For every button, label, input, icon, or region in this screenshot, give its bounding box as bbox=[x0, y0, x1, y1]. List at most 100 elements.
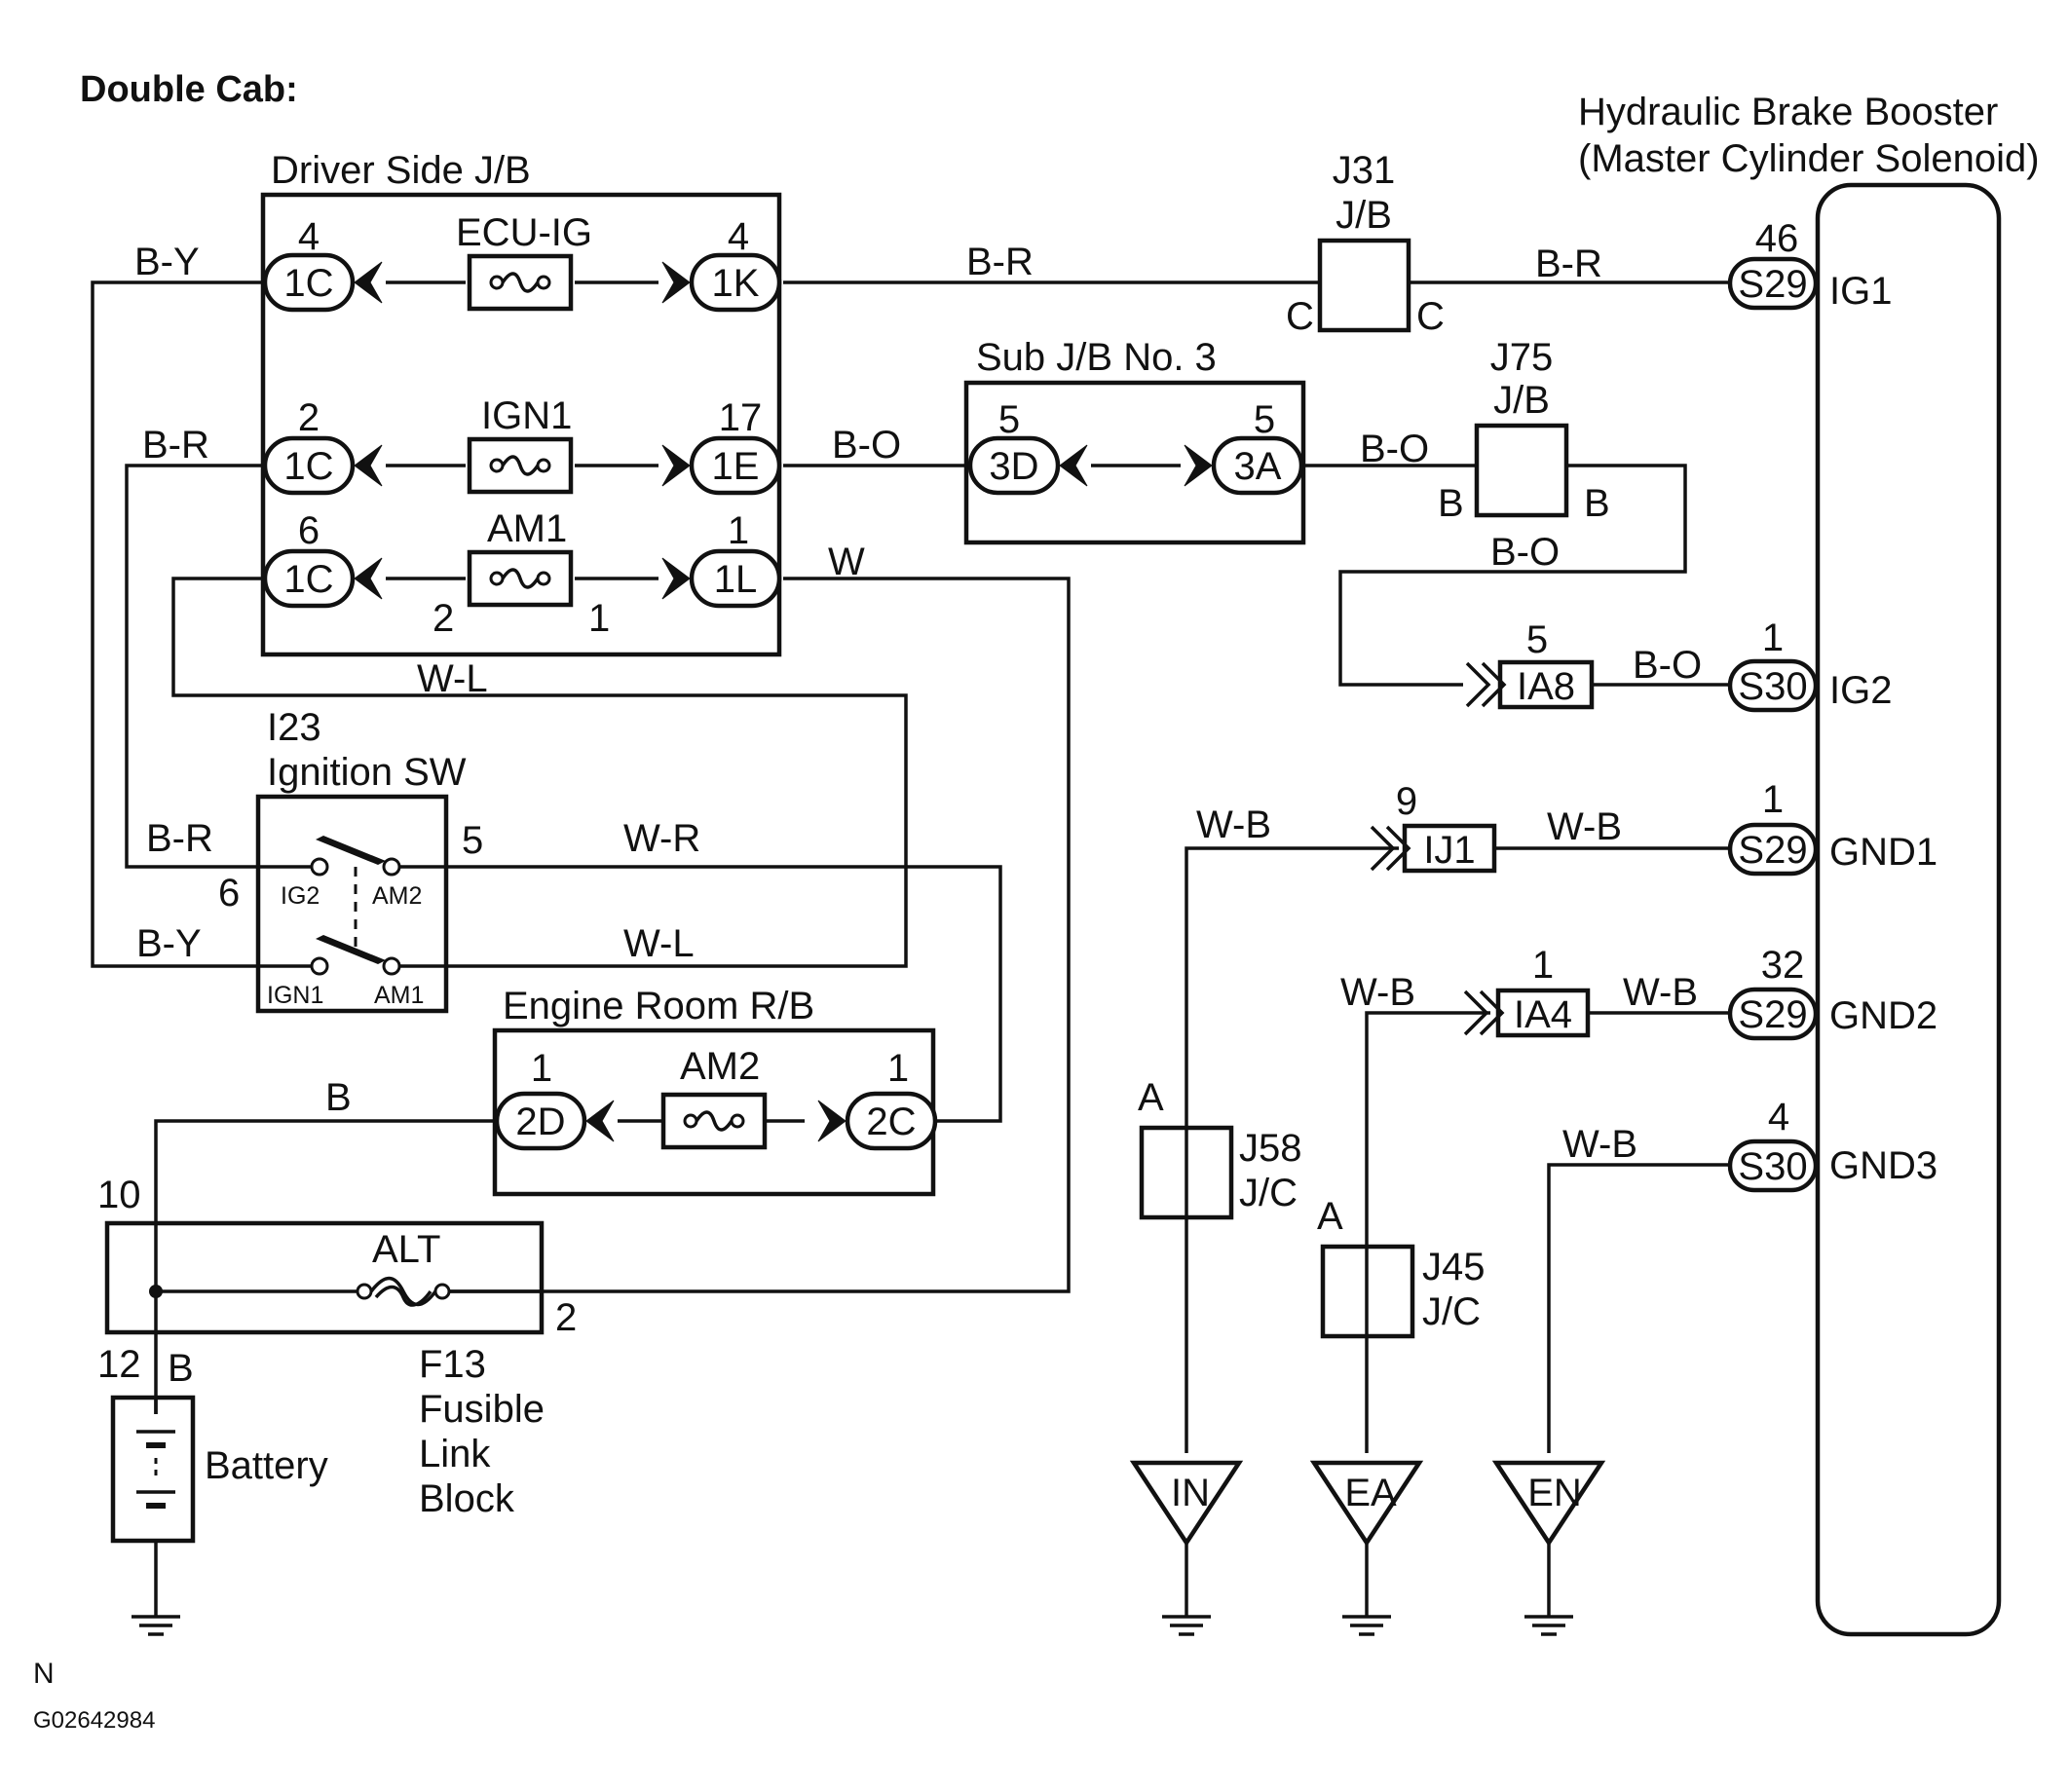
contact-label: IG2 bbox=[281, 882, 320, 910]
wire-label: B bbox=[168, 1347, 194, 1390]
wire-label: B-R bbox=[1535, 243, 1602, 285]
wire-label: B-O bbox=[832, 424, 901, 467]
j31-jb: J31 J/B C C bbox=[1286, 149, 1445, 338]
wire-label: B-R bbox=[142, 424, 209, 467]
am2-contact-icon bbox=[382, 857, 401, 877]
pin-number: 1 bbox=[531, 1047, 552, 1090]
ignition-sw-id: I23 bbox=[267, 706, 321, 749]
ground-points: IN EA EN bbox=[1129, 1460, 1606, 1636]
pin-number: 6 bbox=[218, 872, 240, 915]
fuse-label-ecu-ig: ECU-IG bbox=[456, 211, 592, 254]
fusible-link-label: Link bbox=[419, 1433, 491, 1475]
ignition-sw-label: Ignition SW bbox=[267, 751, 467, 794]
connector-arrow-icon bbox=[1184, 444, 1213, 487]
switch-blade-icon bbox=[316, 836, 386, 865]
junction-j45 bbox=[1320, 1244, 1415, 1339]
ign1-contact-icon bbox=[310, 956, 329, 976]
pin-number: 5 bbox=[1526, 618, 1548, 661]
connector-code: 1C bbox=[283, 445, 333, 488]
pin-number: 12 bbox=[97, 1343, 141, 1386]
booster-sub-label: (Master Cylinder Solenoid) bbox=[1578, 137, 2040, 180]
j75-label: J75 bbox=[1490, 336, 1554, 379]
wire-label: W-L bbox=[623, 922, 695, 965]
wires bbox=[91, 280, 1730, 1591]
battery-label: Battery bbox=[205, 1444, 328, 1487]
fusible-link-id: F13 bbox=[419, 1343, 486, 1386]
connector-3d bbox=[967, 435, 1061, 496]
wire-label: B-R bbox=[146, 817, 213, 860]
wire-label: W-B bbox=[1196, 803, 1271, 846]
wire-label: W-B bbox=[1340, 971, 1415, 1014]
am1-contact-icon bbox=[382, 956, 401, 976]
ground-label: EN bbox=[1527, 1472, 1582, 1514]
connector-ij1 bbox=[1402, 823, 1497, 874]
contact-label: AM1 bbox=[374, 982, 424, 1009]
am2-fuse-icon bbox=[663, 1095, 765, 1147]
connector-code: S29 bbox=[1738, 263, 1807, 306]
pin-number: 5 bbox=[998, 398, 1020, 441]
wire-label: W-B bbox=[1623, 971, 1698, 1014]
sub-jb-no3: Sub J/B No. 3 3D 5 3A 5 bbox=[963, 336, 1306, 545]
connector-code: S30 bbox=[1738, 665, 1807, 708]
j75-jb: J75 J/B B B bbox=[1438, 336, 1610, 525]
connector-code: 1C bbox=[283, 262, 333, 305]
pin-letter: B bbox=[1584, 482, 1610, 525]
pin-number: 2 bbox=[298, 396, 320, 439]
wire-label: B-O bbox=[1633, 644, 1702, 687]
ground-icon bbox=[1523, 1589, 1575, 1636]
pin-number: 1 bbox=[887, 1047, 909, 1090]
connector-2c bbox=[845, 1091, 938, 1151]
driver-jb-label: Driver Side J/B bbox=[271, 149, 531, 192]
terminal-s30-gnd3 bbox=[1727, 1139, 1819, 1193]
ground-point-en bbox=[1491, 1460, 1606, 1548]
pin-number: 1 bbox=[1532, 944, 1554, 987]
fuse-label-am1: AM1 bbox=[487, 507, 567, 550]
connector-arrow-icon bbox=[354, 261, 383, 304]
connector-arrow-icon bbox=[661, 261, 691, 304]
hydraulic-brake-booster: Hydraulic Brake Booster (Master Cylinder… bbox=[1578, 91, 2040, 1637]
connector-2d bbox=[494, 1091, 587, 1151]
connector-1e bbox=[689, 435, 782, 496]
junction-j58 bbox=[1139, 1125, 1234, 1220]
contact-label: AM2 bbox=[372, 882, 422, 910]
pin-number: 4 bbox=[298, 215, 320, 258]
pin-number: 5 bbox=[1254, 398, 1275, 441]
connector-code: 1C bbox=[283, 558, 333, 601]
connector-arrow-icon bbox=[354, 557, 383, 600]
connector-arrow-icon bbox=[585, 1100, 615, 1142]
j31-sub-label: J/B bbox=[1335, 194, 1392, 237]
fusible-link-label: Block bbox=[419, 1477, 515, 1520]
wire-label: W bbox=[828, 541, 865, 583]
ign1-fuse-icon bbox=[470, 439, 571, 492]
figure-id: G02642984 bbox=[33, 1707, 155, 1734]
terminal-s29-gnd2 bbox=[1727, 987, 1819, 1041]
connector-code: S30 bbox=[1738, 1145, 1807, 1188]
pin-number: 9 bbox=[1396, 780, 1417, 823]
connector-3a bbox=[1211, 435, 1304, 496]
wire-label: W-B bbox=[1547, 805, 1622, 848]
am1-pin-right: 1 bbox=[588, 597, 610, 640]
booster-label: Hydraulic Brake Booster bbox=[1578, 91, 1998, 133]
connector-code: 3D bbox=[989, 445, 1038, 488]
pin-number: 32 bbox=[1761, 944, 1805, 987]
junction-label: J58 bbox=[1239, 1127, 1302, 1170]
junction-sub-label: J/C bbox=[1422, 1290, 1481, 1333]
ignition-switch: I23 Ignition SW 6 5 IG2 AM2 IGN1 AM1 bbox=[218, 706, 483, 1014]
wire-labels: B-Y B-R B-R B-R B-O B-O B-O B-O W W-L W-… bbox=[134, 241, 1702, 1390]
connector-arrow-icon bbox=[817, 1100, 846, 1142]
connector-code: 2D bbox=[515, 1101, 565, 1143]
terminal-s30-ig2 bbox=[1727, 658, 1819, 713]
junction-sub-label: J/C bbox=[1239, 1172, 1298, 1214]
connector-1l bbox=[689, 548, 782, 609]
pin-letter: A bbox=[1138, 1076, 1164, 1119]
driver-side-jb: Driver Side J/B ECU-IG IGN1 AM1 2 1 1C 4… bbox=[260, 149, 782, 657]
terminal-label: IG1 bbox=[1829, 270, 1892, 313]
terminal-s29-ig1 bbox=[1727, 256, 1819, 311]
connector-code: S29 bbox=[1738, 993, 1807, 1036]
alt-fusible-link-icon bbox=[356, 1276, 451, 1307]
j75-sub-label: J/B bbox=[1493, 379, 1550, 422]
fuse-label-alt: ALT bbox=[372, 1228, 440, 1271]
wire-label: B-Y bbox=[134, 241, 200, 283]
connector-arrow-icon bbox=[1059, 444, 1088, 487]
